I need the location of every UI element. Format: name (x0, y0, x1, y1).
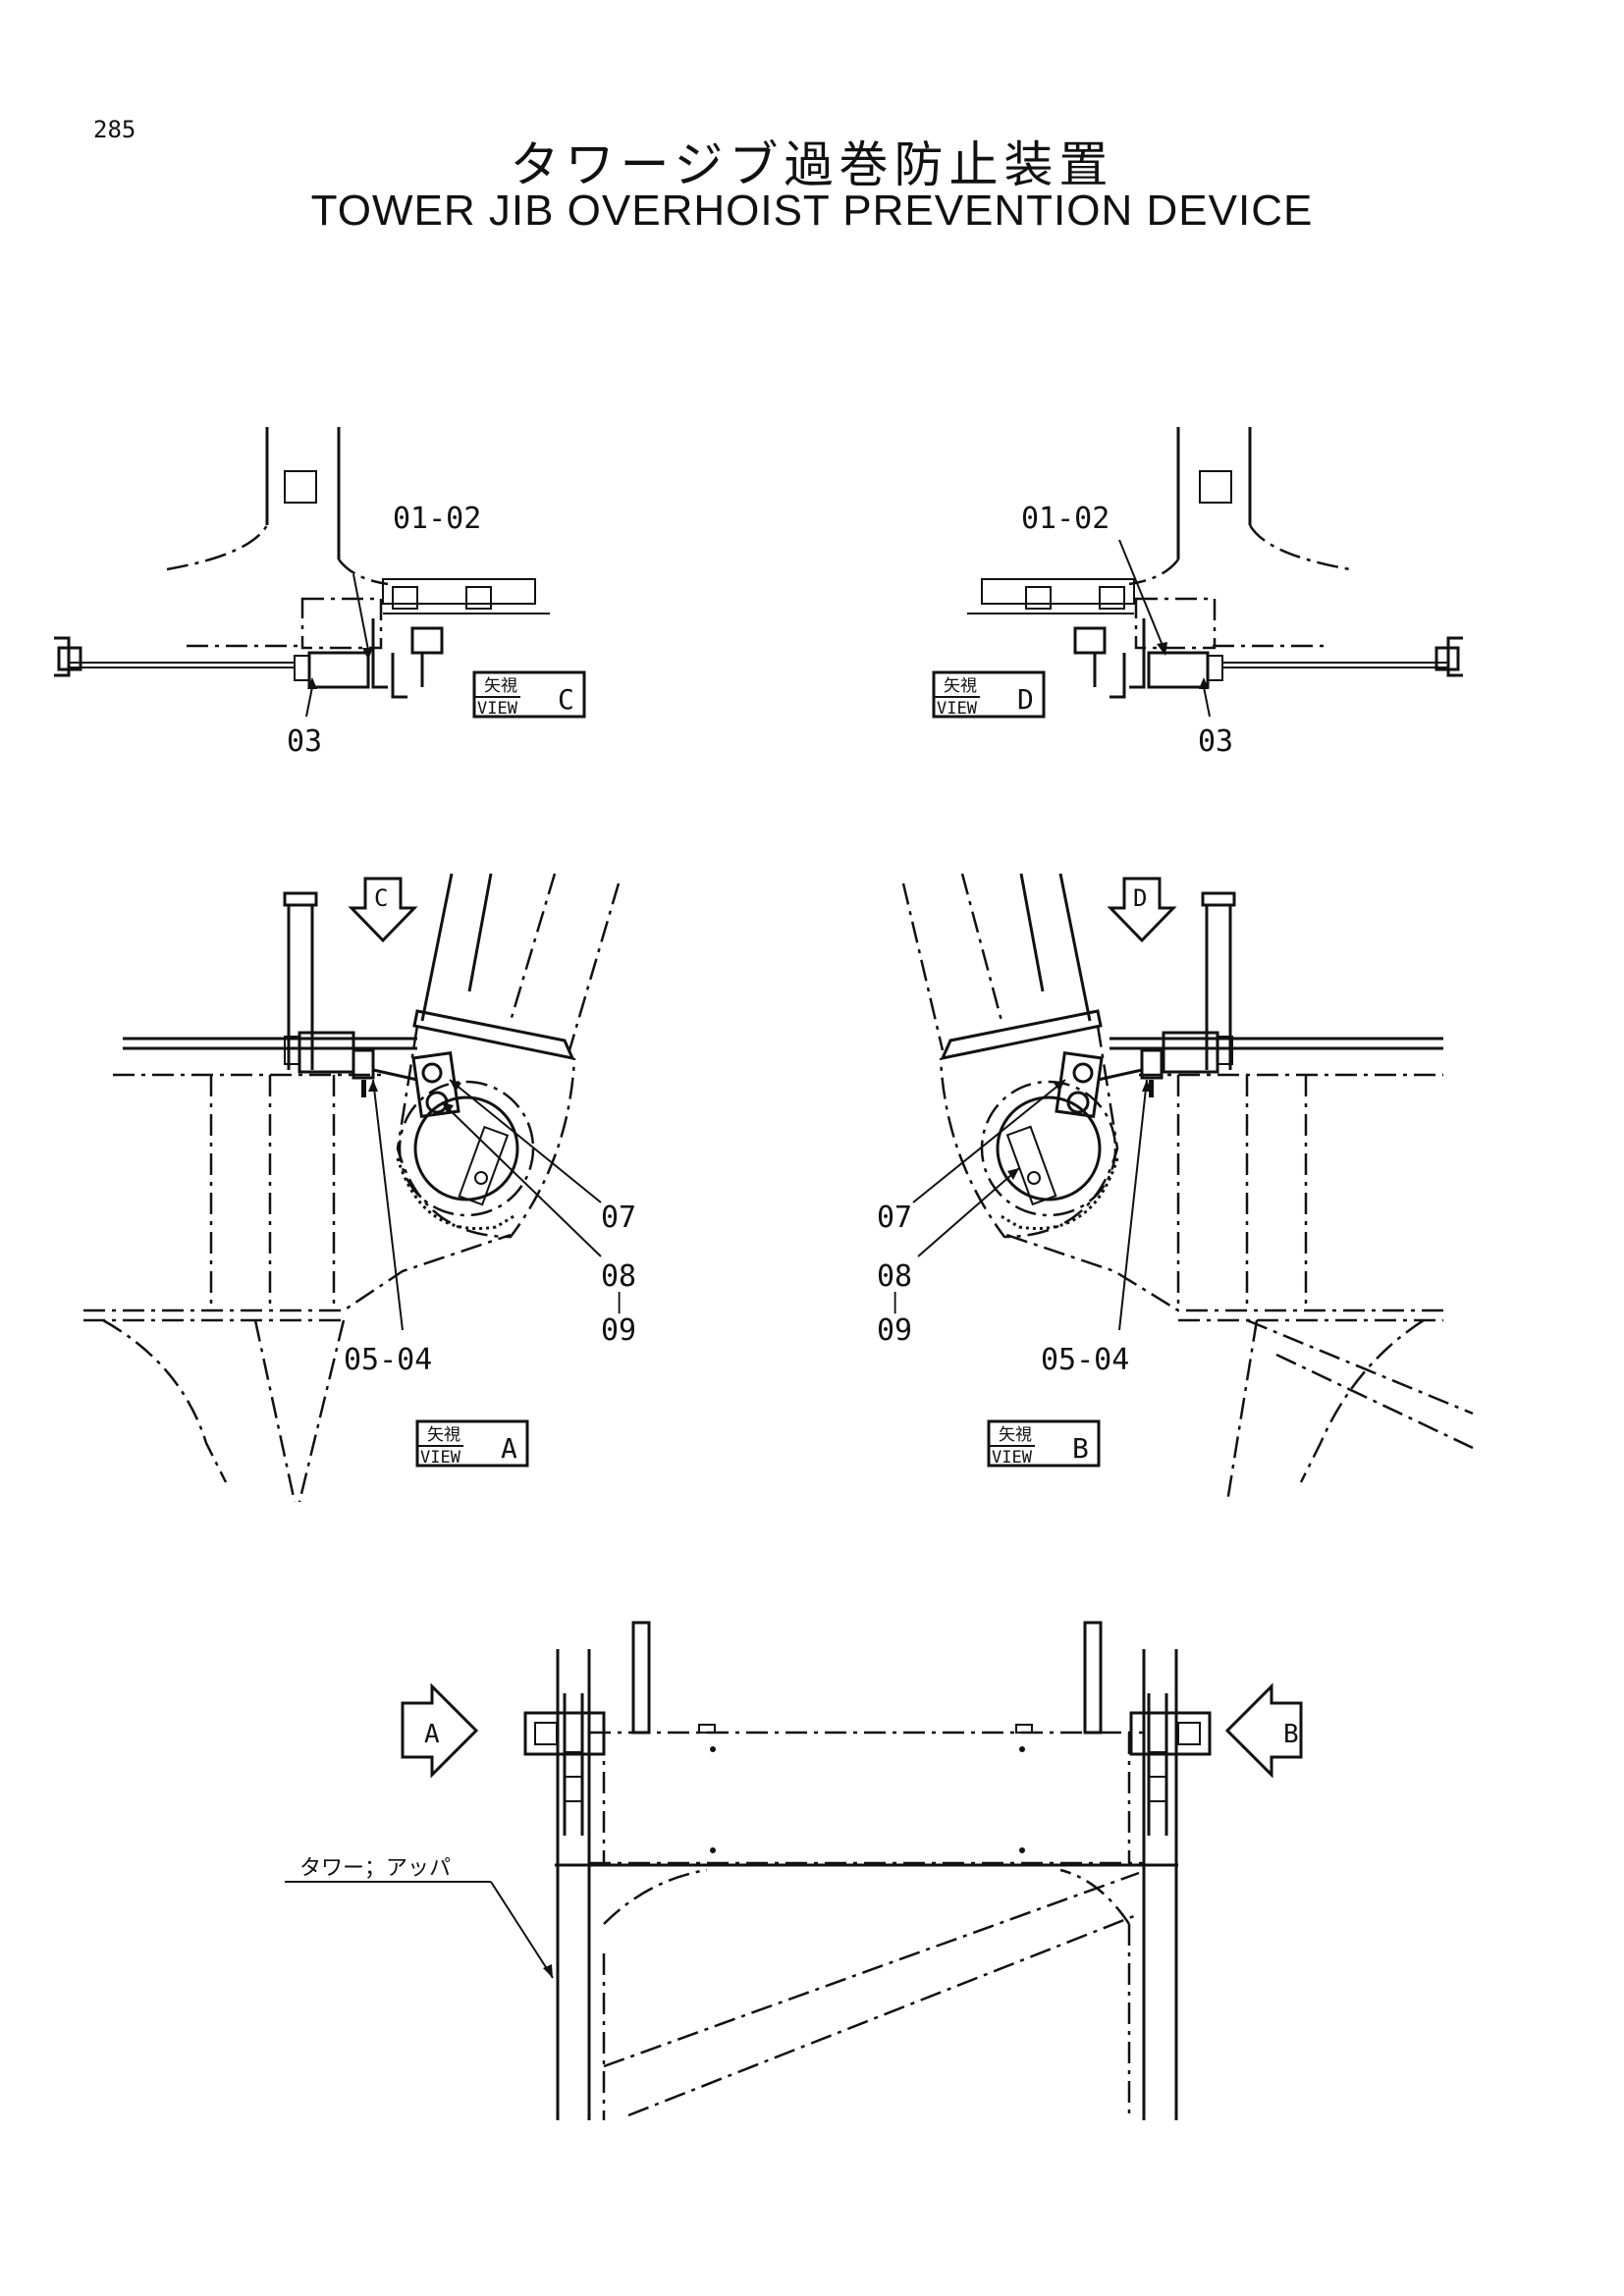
view-b-view: VIEW (992, 1448, 1033, 1468)
view-b-jp: 矢視 (999, 1425, 1032, 1445)
arrow-a-letter: A (424, 1720, 440, 1749)
callout-c-03: 03 (287, 724, 322, 759)
view-b-letter: B (1072, 1432, 1089, 1465)
view-a-drawing: C (83, 873, 636, 1503)
front-view-drawing: A B (285, 1621, 1303, 2120)
callout-b-08: 08 (877, 1259, 912, 1294)
callout-c-01-02: 01-02 (393, 502, 481, 536)
callout-a-08: 08 (601, 1259, 636, 1294)
callout-b-09: 09 (877, 1313, 912, 1348)
view-d-letter: D (1017, 683, 1034, 716)
page-number: 285 (93, 116, 136, 143)
title-japanese: タワージブ過巻防止装置 (510, 136, 1114, 193)
view-c-jp: 矢視 (484, 676, 517, 696)
callout-d-03: 03 (1198, 724, 1233, 759)
view-d-view: VIEW (937, 699, 978, 719)
view-a-letter: A (501, 1432, 517, 1465)
view-a-view: VIEW (420, 1448, 461, 1468)
view-c-drawing: 矢視 VIEW C 01-02 03 (54, 427, 586, 759)
callout-a-sep: | (613, 1290, 625, 1314)
view-b-drawing: D (877, 873, 1474, 1503)
view-c-view: VIEW (477, 699, 518, 719)
callout-b-07: 07 (877, 1201, 912, 1235)
arrow-d-letter: D (1133, 884, 1147, 912)
callout-b-05-04: 05-04 (1041, 1343, 1129, 1377)
callout-d-01-02: 01-02 (1021, 502, 1110, 536)
view-a-jp: 矢視 (427, 1425, 460, 1445)
arrow-c-letter: C (374, 884, 388, 912)
title-english: TOWER JIB OVERHOIST PREVENTION DEVICE (310, 187, 1314, 235)
arrow-b-letter: B (1283, 1720, 1299, 1749)
callout-a-07: 07 (601, 1201, 636, 1235)
tower-upper-label: タワー；アッパ (299, 1856, 451, 1881)
callout-b-sep: | (889, 1290, 901, 1314)
view-d-jp: 矢視 (944, 676, 977, 696)
callout-a-05-04: 05-04 (344, 1343, 432, 1377)
view-c-letter: C (558, 683, 574, 716)
view-d-drawing: 矢視 VIEW D 01-02 03 (932, 427, 1463, 759)
callout-a-09: 09 (601, 1313, 636, 1348)
